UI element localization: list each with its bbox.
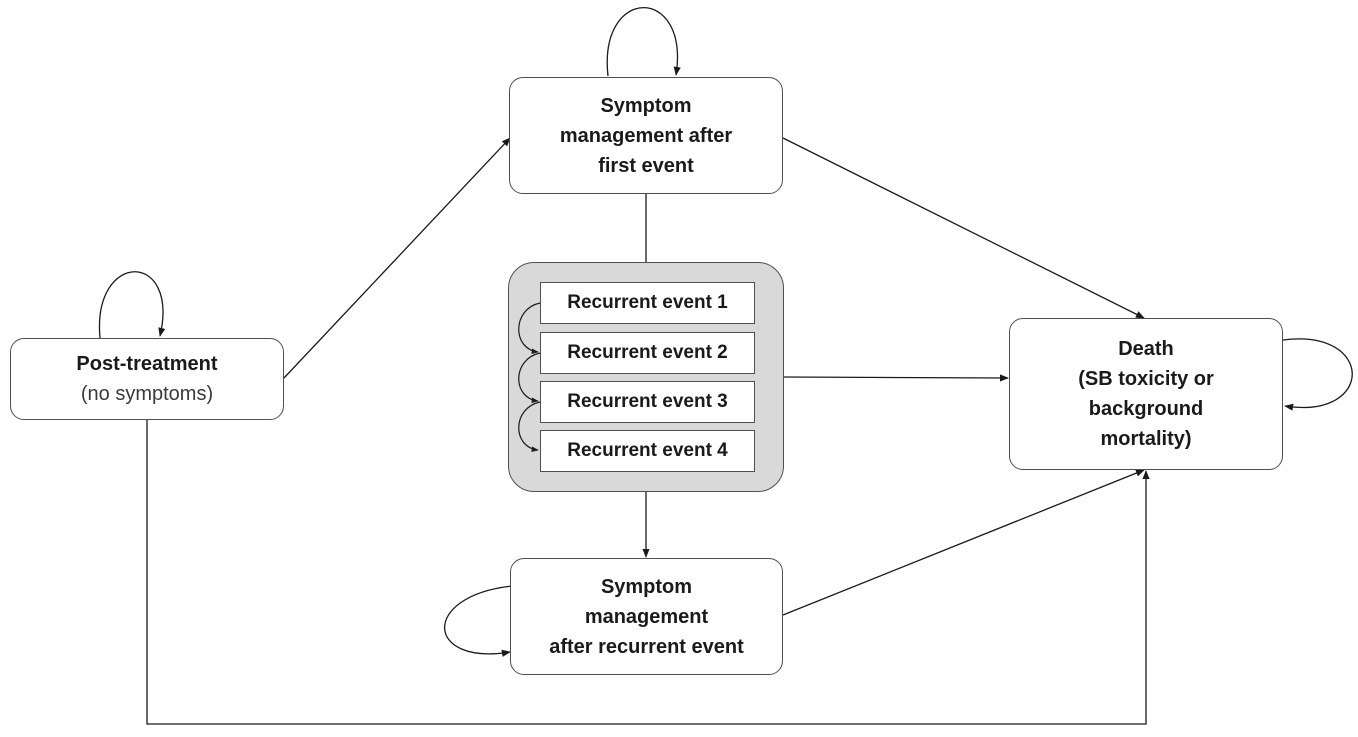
symptom-first-line1: Symptom xyxy=(600,94,692,117)
death-line4: mortality) xyxy=(1100,428,1192,450)
loop-arrow-symptom-first xyxy=(606,7,681,77)
arrow-symptom-first-to-death xyxy=(782,137,1145,319)
state-post-treatment: Post-treatment (no symptoms) xyxy=(10,338,284,420)
recurrent-event-1: Recurrent event 1 xyxy=(540,282,755,324)
state-symptom-management-recurrent-event: Symptom management after recurrent event xyxy=(510,558,783,675)
loop-arrow-death xyxy=(1282,338,1353,411)
arrow-recurrent-to-death xyxy=(783,374,1009,382)
state-death: Death (SB toxicity or background mortali… xyxy=(1009,318,1283,470)
post-treatment-subtitle: (no symptoms) xyxy=(80,383,214,405)
state-symptom-management-first-event: Symptom management after first event xyxy=(509,77,783,194)
death-line2: (SB toxicity or xyxy=(1078,368,1214,390)
arrow-post-to-symptom-first xyxy=(283,137,511,379)
symptom-first-line3: first event xyxy=(598,154,694,177)
loop-arrow-post-treatment xyxy=(98,271,166,339)
arrow-post-to-death xyxy=(146,420,1150,725)
recurrent-event-3-label: Recurrent event 3 xyxy=(567,391,728,412)
death-line3: background xyxy=(1088,398,1204,420)
symptom-first-line2: management after xyxy=(559,124,733,147)
recurrent-event-2-label: Recurrent event 2 xyxy=(567,342,728,363)
loop-arrow-symptom-recurrent xyxy=(443,585,513,657)
symptom-recurrent-line3: after recurrent event xyxy=(549,635,744,658)
symptom-recurrent-line2: management xyxy=(584,605,709,628)
death-line1: Death xyxy=(1118,338,1174,360)
recurrent-event-2: Recurrent event 2 xyxy=(540,332,755,374)
recurrent-event-3: Recurrent event 3 xyxy=(540,381,755,423)
post-treatment-title: Post-treatment xyxy=(76,353,218,375)
recurrent-event-1-label: Recurrent event 1 xyxy=(567,292,728,313)
recurrent-event-4: Recurrent event 4 xyxy=(540,430,755,472)
symptom-recurrent-line1: Symptom xyxy=(600,575,693,598)
recurrent-event-4-label: Recurrent event 4 xyxy=(567,440,728,461)
arrow-symptom-recurrent-to-death xyxy=(782,469,1145,616)
